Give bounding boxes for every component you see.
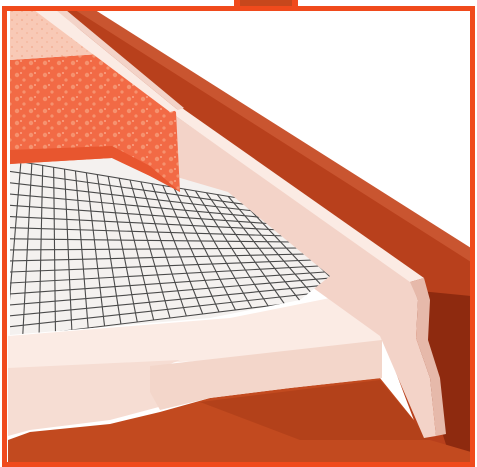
- top-tab-inner: [240, 0, 292, 7]
